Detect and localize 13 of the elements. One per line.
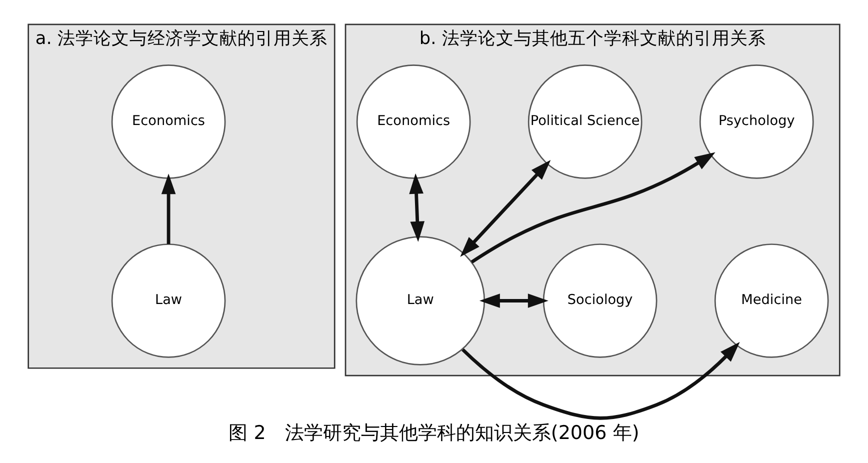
node-circle: Psychology [699, 64, 814, 179]
node-circle: Medicine [714, 244, 829, 358]
node-circle: Economics [111, 64, 226, 179]
arrow [161, 174, 176, 244]
arrow [470, 152, 716, 264]
caption: 图 2 法学研究与其他学科的知识关系(2006 年) [228, 422, 640, 444]
arrow [479, 294, 548, 308]
node-circle: Economics [356, 64, 471, 179]
arrow [460, 160, 551, 257]
arrow [409, 173, 425, 242]
node-circle: Law [111, 244, 226, 358]
arrow [462, 342, 740, 420]
node-circle: Sociology [542, 244, 658, 358]
